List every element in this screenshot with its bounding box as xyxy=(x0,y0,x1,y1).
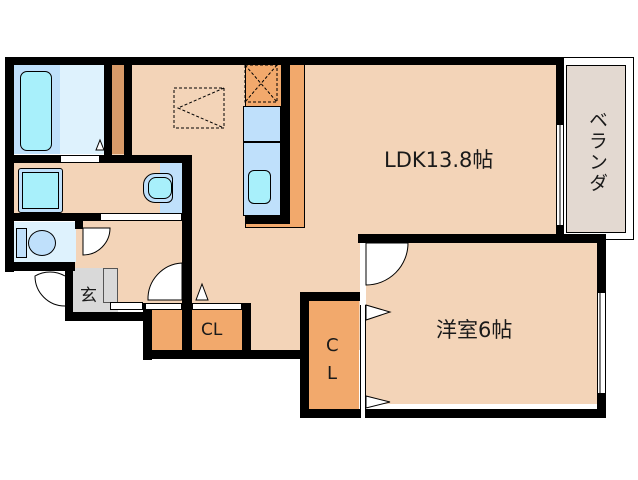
wall-wash-right xyxy=(182,155,192,315)
closet-door-1 xyxy=(145,303,182,310)
wall-wash-bottom xyxy=(5,213,100,221)
counter-strip xyxy=(112,64,124,154)
bathtub xyxy=(20,71,52,151)
wall-counter-right xyxy=(124,57,132,162)
wall-top xyxy=(5,57,563,65)
wall-closet-right xyxy=(242,303,251,358)
wall-toilet-right xyxy=(75,215,83,229)
western-window xyxy=(597,293,606,393)
closet-door-2 xyxy=(192,303,242,310)
wall-bath-bottom xyxy=(5,155,60,163)
toilet-bowl xyxy=(28,230,56,256)
wall-entrance-left xyxy=(65,268,73,320)
wall-tall-closet-top xyxy=(300,292,360,301)
wall-wash-top xyxy=(100,155,192,163)
wall-kitchen-bottom xyxy=(245,216,290,224)
wall-tall-closet-left xyxy=(300,292,309,417)
veranda-label: ベランダ xyxy=(586,110,608,194)
closet-small-label: CL xyxy=(201,320,223,340)
ldk-label: LDK13.8帖 xyxy=(384,148,494,172)
kitchen-sink xyxy=(248,170,271,204)
closet-small-left xyxy=(152,310,182,350)
western-room-floor xyxy=(366,242,598,404)
bath-door xyxy=(60,155,100,163)
entrance-label: 玄 xyxy=(80,286,97,306)
wall-closet-bottom xyxy=(143,350,303,359)
closet-tall-label-c: C xyxy=(326,335,339,356)
bath-wash-area xyxy=(60,64,104,154)
wall-closet-left xyxy=(143,303,152,360)
wall-bath-right xyxy=(104,57,112,162)
entrance-door xyxy=(110,302,143,310)
western-room-label: 洋室6帖 xyxy=(436,318,513,342)
veranda-floor xyxy=(566,65,626,233)
wall-bottom-right xyxy=(300,409,605,418)
wall-kitchen-back xyxy=(281,63,290,223)
wash-sliding-door xyxy=(100,213,182,221)
wall-closet-mid xyxy=(182,300,192,352)
western-sliding-door xyxy=(360,305,366,418)
wall-toilet-bottom xyxy=(5,262,75,271)
toilet-tank xyxy=(16,228,27,258)
closet-tall xyxy=(309,301,359,409)
wall-left xyxy=(5,57,14,272)
closet-small xyxy=(192,310,242,350)
wall-entrance-bottom xyxy=(65,312,145,321)
washing-machine-inner xyxy=(22,172,59,209)
wall-western-top xyxy=(358,234,605,243)
kitchen-counter-divider xyxy=(243,141,281,143)
closet-tall-label-l: L xyxy=(327,363,338,384)
wash-basin-bowl xyxy=(148,177,172,199)
